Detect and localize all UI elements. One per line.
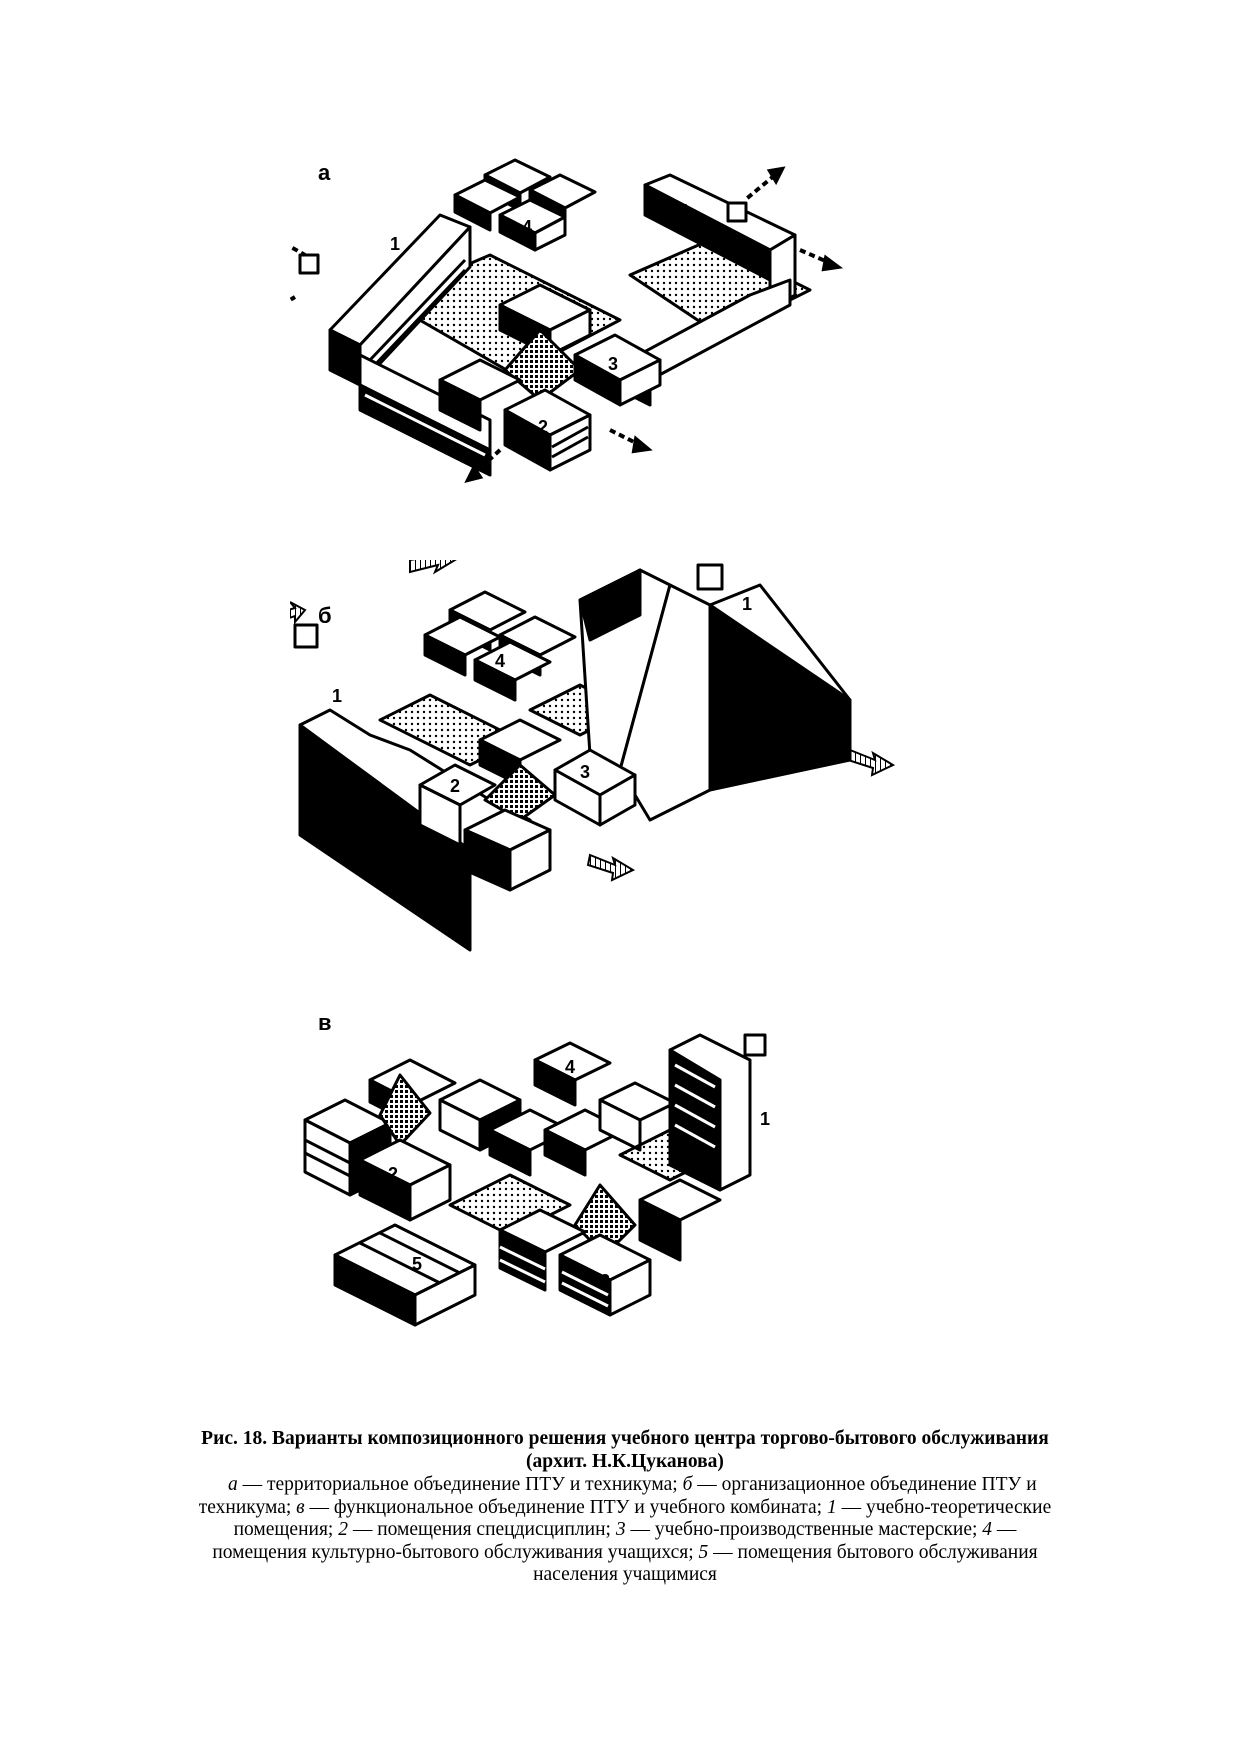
caption-key-b: б [682, 1474, 693, 1495]
arrows-b [290, 560, 896, 889]
label-a-2: 2 [538, 417, 548, 437]
diagram-v: 4 1 2 5 3 [303, 1033, 770, 1327]
tower-right-b [696, 563, 724, 591]
label-v-5: 5 [412, 1254, 422, 1274]
caption-text-a: — территориальное объединение ПТУ и техн… [237, 1474, 683, 1495]
arrows-a [290, 166, 844, 483]
caption-title: Рис. 18. Варианты композиционного решени… [201, 1428, 1049, 1472]
label-a-1-left: 1 [390, 234, 400, 254]
label-b-4: 4 [495, 651, 505, 671]
caption-key-4: 4 [982, 1519, 993, 1540]
pyramid-c-left [378, 1073, 432, 1147]
tower-left-b [293, 623, 319, 649]
label-b-3: 3 [580, 762, 590, 782]
panel-letter-v: в [318, 1010, 332, 1035]
caption-body: а — территориальное объединение ПТУ и те… [190, 1474, 1060, 1587]
label-v-3: 3 [600, 1271, 610, 1291]
caption-text-b: — организационное объединение ПТУ и техн… [198, 1474, 1037, 1518]
caption-text-1: — учебно-теоретические помещения; [233, 1496, 1052, 1541]
caption-key-3: 3 [615, 1519, 626, 1540]
label-b-1-left: 1 [332, 686, 342, 706]
panel-letter-b: б [318, 603, 332, 628]
caption-key-1: 1 [826, 1496, 837, 1518]
label-v-2: 2 [388, 1164, 398, 1184]
label-v-1: 1 [760, 1109, 770, 1129]
label-b-2: 2 [450, 776, 460, 796]
label-a-1-right: 1 [680, 201, 690, 221]
caption-key-2: 2 [338, 1519, 348, 1540]
tower-right [726, 201, 748, 223]
diagram-b: 1 1 4 2 3 [290, 560, 896, 952]
caption-key-v: в [296, 1496, 305, 1518]
tower-left [298, 253, 320, 275]
caption-text-5: — помещения бытового обслуживания населе… [533, 1541, 1038, 1586]
tower-c [743, 1033, 767, 1057]
label-a-3: 3 [608, 354, 618, 374]
figure-caption: Рис. 18. Варианты композиционного решени… [190, 1428, 1060, 1587]
panel-letter-a: а [318, 160, 331, 185]
caption-text-v: — функциональное объединение ПТУ и учебн… [304, 1496, 827, 1518]
caption-text-2: — помещения спецдисциплин; [347, 1519, 616, 1540]
caption-key-5: 5 [698, 1541, 709, 1563]
caption-key-a: а [227, 1474, 238, 1495]
diagram-a: 1 1 4 3 2 [290, 158, 844, 483]
label-b-1-right: 1 [742, 594, 752, 614]
label-a-4: 4 [522, 217, 532, 237]
caption-text-3: — учебно-производственные мастерские; [625, 1519, 983, 1540]
label-v-4: 4 [565, 1057, 575, 1077]
caption-text-4: — помещения культурно-бытового обслужива… [212, 1519, 1017, 1563]
